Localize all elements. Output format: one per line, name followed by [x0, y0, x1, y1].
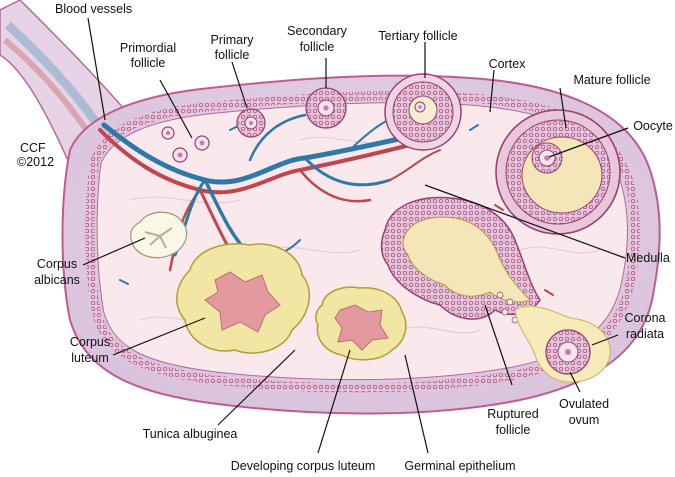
label-corpus-luteum-1: Corpus	[70, 335, 110, 349]
secondary-follicle	[305, 87, 347, 129]
credit-line-1: CCF	[20, 141, 46, 155]
developing-corpus-luteum	[315, 286, 407, 361]
diagram-labels: Blood vessels Primordial follicle Primar…	[17, 2, 673, 473]
primary-follicle	[236, 108, 266, 138]
label-developing-corpus-luteum: Developing corpus luteum	[231, 459, 376, 473]
label-secondary-follicle-1: Secondary	[287, 24, 348, 38]
label-tertiary-follicle: Tertiary follicle	[378, 29, 457, 43]
ruptured-follicle	[380, 196, 541, 324]
primordial-follicles	[161, 126, 210, 163]
germinal-epithelium-band	[85, 91, 641, 393]
label-ruptured-follicle-2: follicle	[496, 423, 531, 437]
corpus-luteum	[176, 243, 310, 354]
leader-lines	[82, 17, 629, 454]
mature-follicle	[495, 109, 621, 235]
label-secondary-follicle-2: follicle	[300, 40, 335, 54]
label-corpus-albicans-1: Corpus	[37, 257, 77, 271]
label-corona-radiata-1: Corona	[625, 311, 666, 325]
label-cortex: Cortex	[489, 57, 527, 71]
label-ovulated-ovum-1: Ovulated	[559, 397, 609, 411]
label-medulla: Medulla	[626, 251, 670, 265]
credit-line-2: ©2012	[17, 155, 54, 169]
label-primary-follicle-2: follicle	[215, 48, 250, 62]
label-germinal-epithelium: Germinal epithelium	[404, 459, 515, 473]
label-mature-follicle: Mature follicle	[573, 73, 650, 87]
corpus-albicans	[129, 211, 188, 259]
label-primordial-follicle-1: Primordial	[120, 41, 176, 55]
label-primordial-follicle-2: follicle	[131, 56, 166, 70]
ovulated-ovum	[514, 305, 611, 383]
tertiary-follicle	[384, 73, 462, 151]
label-primary-follicle-1: Primary	[210, 33, 254, 47]
label-tunica-albuginea: Tunica albuginea	[143, 427, 238, 441]
label-ruptured-follicle-1: Ruptured	[487, 407, 538, 421]
label-corpus-albicans-2: albicans	[34, 273, 80, 287]
label-ovulated-ovum-2: ovum	[569, 413, 600, 427]
label-blood-vessels: Blood vessels	[55, 2, 132, 16]
label-corpus-luteum-2: luteum	[71, 351, 109, 365]
label-corona-radiata-2: radiata	[626, 327, 664, 341]
label-oocyte: Oocyte	[633, 119, 673, 133]
